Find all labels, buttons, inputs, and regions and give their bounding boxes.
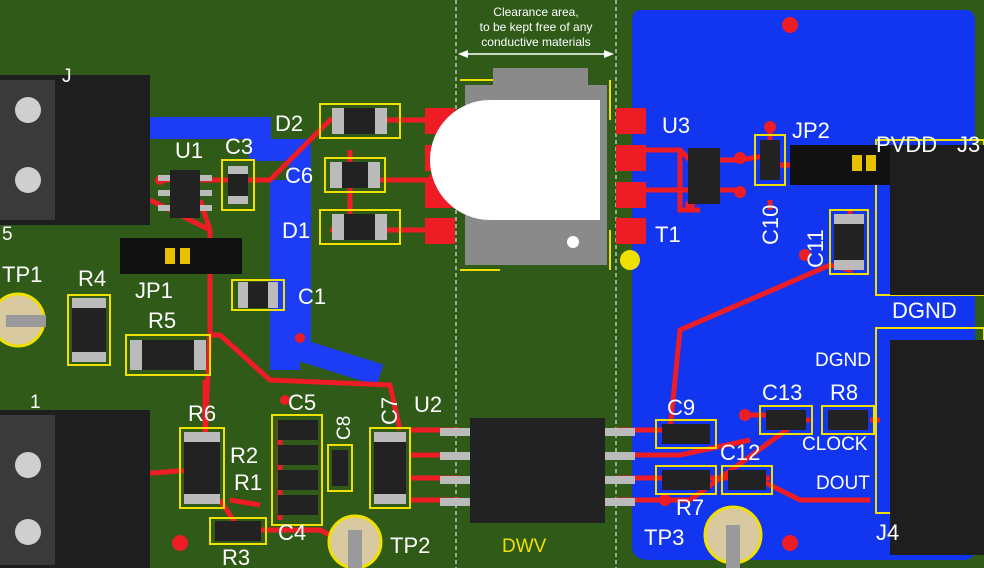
label-r1: R1 — [234, 470, 262, 495]
label-r5: R5 — [148, 308, 176, 333]
label-r2: R2 — [230, 443, 258, 468]
label-d1: D1 — [282, 218, 310, 243]
mounting-via-top — [782, 17, 798, 33]
label-r4: R4 — [78, 266, 106, 291]
label-jp2: JP2 — [792, 118, 830, 143]
label-d2: D2 — [275, 111, 303, 136]
label-dwv: DWV — [502, 536, 547, 557]
clearance-arrow-left-head — [458, 50, 468, 58]
clearance-arrow-right-head — [604, 50, 614, 58]
label-c8: C8 — [334, 416, 355, 440]
label-j3: J3 — [957, 132, 980, 157]
label-tp2: TP2 — [390, 533, 430, 558]
label-clock: CLOCK — [802, 434, 868, 455]
label-c10: C10 — [758, 205, 783, 245]
label-r7: R7 — [676, 495, 704, 520]
label-u2: U2 — [414, 392, 442, 417]
jumper-jp1 — [120, 238, 242, 274]
label-c9: C9 — [667, 395, 695, 420]
transformer-t1 — [430, 68, 611, 271]
smd-components — [67, 103, 875, 545]
test-point-tp3 — [703, 505, 763, 568]
label-c3: C3 — [225, 134, 253, 159]
label-dgnd-top: DGND — [892, 298, 957, 323]
jumper-jp2 — [790, 145, 890, 185]
label-c5: C5 — [288, 390, 316, 415]
terminal-block-bottom-left — [0, 410, 150, 568]
mounting-via-bottom-right — [782, 535, 798, 551]
label-pvdd: PVDD — [876, 132, 937, 157]
label-t1: T1 — [655, 222, 681, 247]
label-r3: R3 — [222, 545, 250, 568]
terminal-block-j4 — [875, 327, 984, 555]
pin1-marker — [620, 250, 640, 270]
test-point-tp2 — [327, 514, 383, 568]
label-c7: C7 — [377, 397, 402, 425]
label-tp1: TP1 — [2, 262, 42, 287]
label-c11: C11 — [803, 229, 828, 268]
silkscreen-labels: U1 C3 D2 C6 D1 U3 JP2 PVDD J3 T1 C10 C11… — [2, 66, 980, 568]
label-jp1: JP1 — [135, 278, 173, 303]
label-c1: C1 — [298, 284, 326, 309]
label-u1: U1 — [175, 138, 203, 163]
label-j4: J4 — [876, 520, 899, 545]
label-dout: DOUT — [816, 473, 870, 494]
copper-pour-c1 — [270, 180, 300, 370]
label-c4: C4 — [278, 520, 306, 545]
terminal-block-top-left — [0, 75, 150, 225]
clearance-note-line3: conductive materials — [481, 35, 590, 49]
clearance-note-line1: Clearance area, — [493, 5, 578, 19]
label-c13: C13 — [762, 380, 802, 405]
terminal-block-j3 — [875, 139, 984, 296]
test-point-tp1 — [0, 292, 46, 348]
copper-trace-blue-left — [150, 117, 384, 386]
clearance-note-line2: to be kept free of any — [480, 20, 593, 34]
label-c12: C12 — [720, 440, 760, 465]
label-dgnd-bottom: DGND — [815, 350, 871, 371]
label-tp3: TP3 — [644, 525, 684, 550]
label-j-bot-left: 1 — [30, 392, 41, 413]
label-u3: U3 — [662, 113, 690, 138]
label-j-top-left: J — [62, 66, 72, 87]
label-j-mid-left: 5 — [2, 224, 13, 245]
label-r8: R8 — [830, 380, 858, 405]
mounting-via-bottom-left — [172, 535, 188, 551]
label-c6: C6 — [285, 163, 313, 188]
label-r6: R6 — [188, 401, 216, 426]
